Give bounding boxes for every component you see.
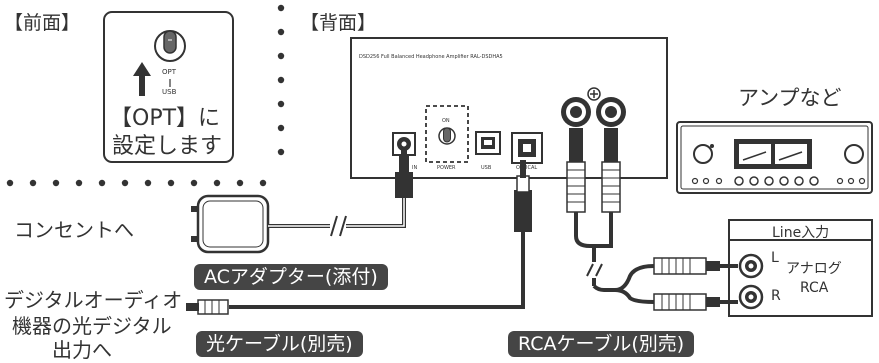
switch-label-usb: USB [162, 88, 177, 96]
front-panel-inset [103, 11, 234, 163]
line-input-jacks [738, 253, 764, 310]
digital-audio-line1: デジタルオーディオ [4, 288, 183, 312]
channel-right-label: R [771, 288, 781, 304]
rca-cable [566, 128, 738, 311]
usb-port [475, 131, 501, 155]
ac-adapter-cable [268, 150, 413, 238]
opt-note-line2: 設定します [112, 134, 223, 159]
dc-in-jack [392, 132, 416, 156]
channel-left-label: L [771, 250, 779, 266]
switch-label-opt: OPT [162, 68, 177, 76]
ground-terminal-icon [587, 87, 601, 101]
opt-usb-toggle-switch [154, 30, 186, 62]
line-input-title: Line入力 [772, 225, 830, 241]
amplifier-illustration [676, 121, 873, 194]
power-switch-box [425, 105, 469, 163]
port-label-usb: USB [481, 165, 492, 171]
device-name: DSD256 Full Balanced Headphone Amplifier… [359, 54, 503, 60]
back-panel-label: 【背面】 [300, 12, 377, 34]
port-label-optical: OPTICAL [516, 165, 538, 171]
dotted-separator [6, 4, 285, 187]
outlet-label: コンセントへ [14, 218, 134, 242]
ac-adapter-label: ACアダプター(添付) [194, 264, 388, 290]
power-switch [438, 127, 456, 145]
digital-audio-line2: 機器の光デジタル [12, 314, 172, 338]
optical-cable-label: 光ケーブル(別売) [196, 331, 363, 357]
rca-label: RCA [800, 280, 829, 296]
front-panel-label: 【前面】 [4, 12, 81, 34]
ac-adapter [191, 194, 270, 254]
power-switch-on-label: ON [442, 118, 450, 124]
optical-port [511, 132, 543, 164]
opt-note-line1: 【OPT】に [110, 106, 221, 131]
up-arrow-icon [133, 62, 151, 96]
rca-cable-label: RCAケーブル(別売) [508, 331, 695, 357]
rca-output-jacks [561, 97, 626, 127]
digital-audio-line3: 出力へ [52, 338, 112, 362]
optical-cable [186, 160, 532, 315]
amplifier-label: アンプなど [738, 86, 842, 110]
port-label-in: IN [412, 165, 418, 171]
port-label-power: POWER [437, 165, 456, 171]
analog-label: アナログ [786, 261, 842, 277]
